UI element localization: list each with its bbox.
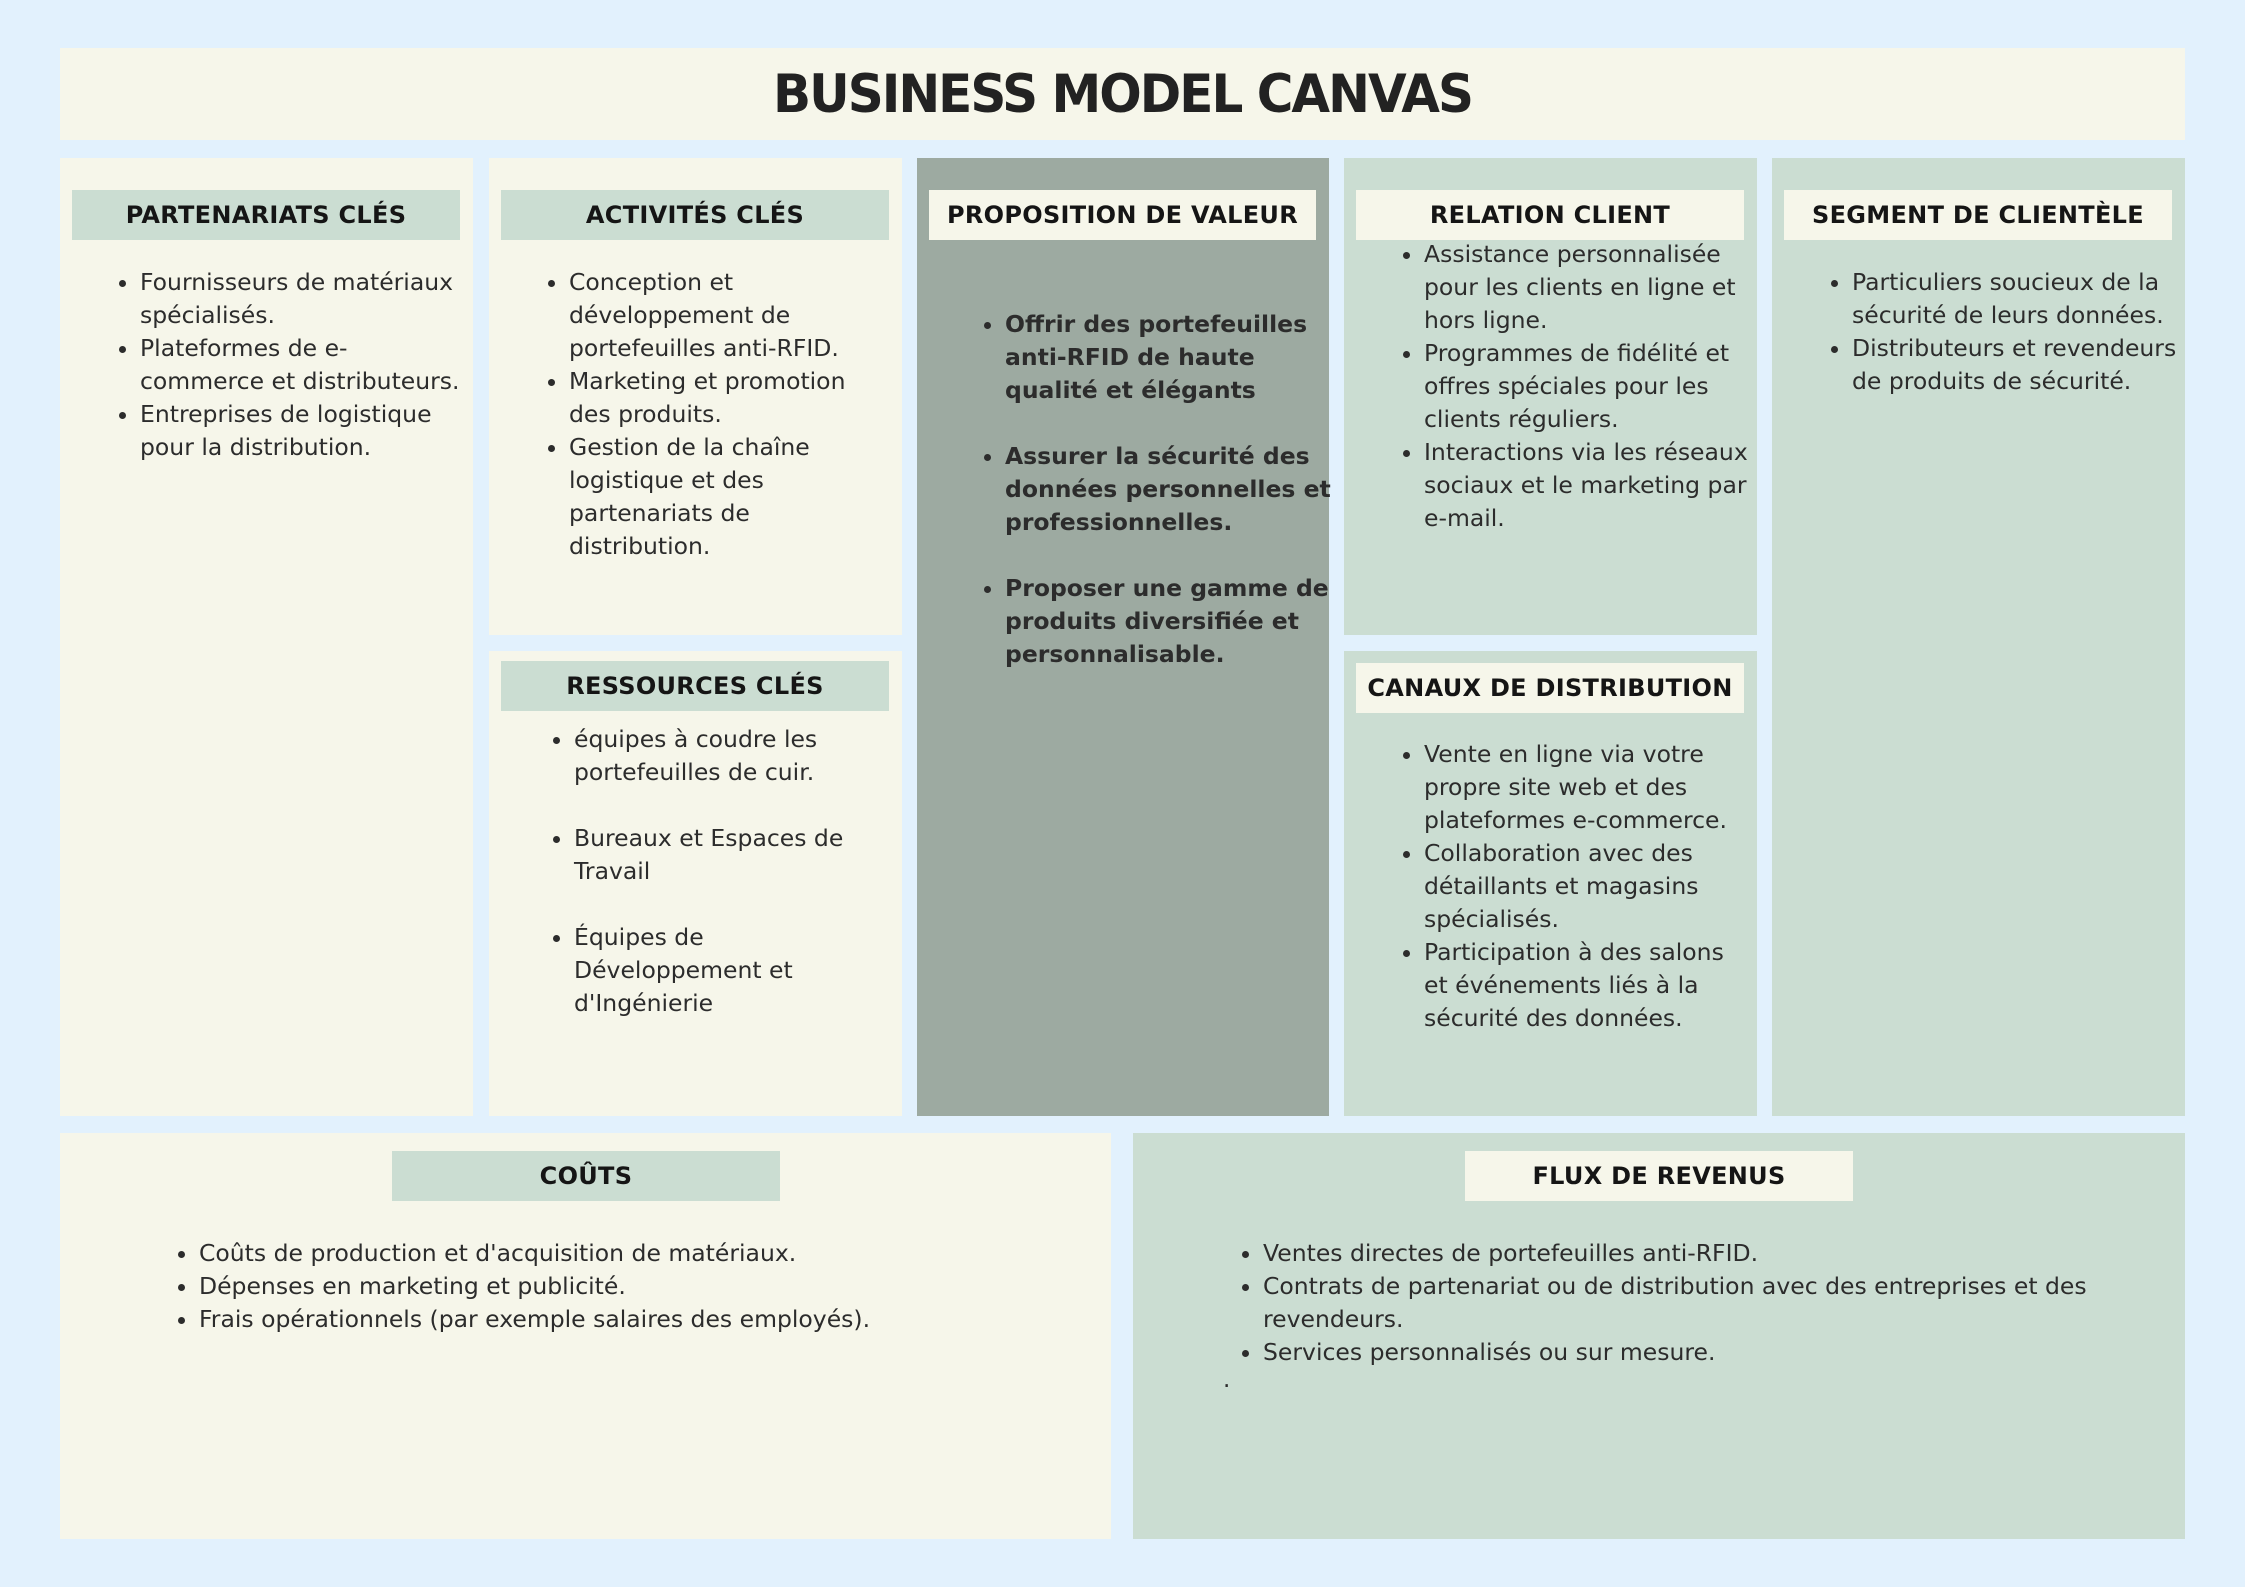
list-item: Distributeurs et revendeurs de produits … [1852, 332, 2182, 398]
list-item: Assurer la sécurité des données personne… [1005, 440, 1335, 539]
partners-list: Fournisseurs de matériaux spécialisés. P… [106, 266, 470, 464]
partners-section: PARTENARIATS CLÉS Fournisseurs de matéri… [60, 158, 473, 1116]
segments-list: Particuliers soucieux de la sécurité de … [1818, 266, 2182, 398]
costs-section: COÛTS Coûts de production et d'acquisiti… [60, 1133, 1111, 1539]
revenue-list: Ventes directes de portefeuilles anti-RF… [1229, 1237, 2143, 1369]
list-item: Conception et développement de portefeui… [569, 266, 889, 365]
list-item: Interactions via les réseaux sociaux et … [1424, 436, 1754, 535]
resources-heading: RESSOURCES CLÉS [501, 661, 889, 711]
segments-section: SEGMENT DE CLIENTÈLE Particuliers soucie… [1772, 158, 2185, 1116]
list-item: Fournisseurs de matériaux spécialisés. [140, 266, 470, 332]
list-item: Assistance personnalisée pour les client… [1424, 238, 1754, 337]
list-item: Gestion de la chaîne logistique et des p… [569, 431, 889, 563]
activities-heading: ACTIVITÉS CLÉS [501, 190, 889, 240]
resources-section: RESSOURCES CLÉS équipes à coudre les por… [489, 651, 902, 1116]
costs-heading: COÛTS [392, 1151, 780, 1201]
list-item: Coûts de production et d'acquisition de … [199, 1237, 1099, 1270]
list-item: Vente en ligne via votre propre site web… [1424, 738, 1744, 837]
revenue-heading: FLUX DE REVENUS [1465, 1151, 1853, 1201]
activities-section: ACTIVITÉS CLÉS Conception et développeme… [489, 158, 902, 635]
value-list: Offrir des portefeuilles anti-RFID de ha… [971, 308, 1335, 704]
value-heading: PROPOSITION DE VALEUR [929, 190, 1316, 240]
activities-list: Conception et développement de portefeui… [535, 266, 889, 563]
channels-list: Vente en ligne via votre propre site web… [1390, 738, 1744, 1035]
value-proposition-section: PROPOSITION DE VALEUR Offrir des portefe… [917, 158, 1331, 1116]
page-title: BUSINESS MODEL CANVAS [773, 63, 1474, 125]
trailing-dot: . [1223, 1367, 1231, 1393]
list-item: Ventes directes de portefeuilles anti-RF… [1263, 1237, 2143, 1270]
list-item: Proposer une gamme de produits diversifi… [1005, 572, 1335, 671]
list-item: équipes à coudre les portefeuilles de cu… [574, 723, 894, 789]
list-item: Particuliers soucieux de la sécurité de … [1852, 266, 2182, 332]
list-item: Plateformes de e-commerce et distributeu… [140, 332, 470, 398]
costs-list: Coûts de production et d'acquisition de … [165, 1237, 1099, 1336]
channels-section: CANAUX DE DISTRIBUTION Vente en ligne vi… [1344, 651, 1757, 1116]
relationship-section: RELATION CLIENT Assistance personnalisée… [1344, 158, 1757, 635]
list-item: Frais opérationnels (par exemple salaire… [199, 1303, 1099, 1336]
resources-list: équipes à coudre les portefeuilles de cu… [540, 723, 894, 1053]
revenue-section: FLUX DE REVENUS Ventes directes de porte… [1133, 1133, 2185, 1539]
list-item: Programmes de fidélité et offres spécial… [1424, 337, 1754, 436]
list-item: Services personnalisés ou sur mesure. [1263, 1336, 2143, 1369]
list-item: Entreprises de logistique pour la distri… [140, 398, 470, 464]
channels-heading: CANAUX DE DISTRIBUTION [1356, 663, 1744, 713]
list-item: Bureaux et Espaces de Travail [574, 822, 894, 888]
list-item: Contrats de partenariat ou de distributi… [1263, 1270, 2143, 1336]
list-item: Marketing et promotion des produits. [569, 365, 889, 431]
list-item: Collaboration avec des détaillants et ma… [1424, 837, 1744, 936]
list-item: Équipes de Développement et d'Ingénierie [574, 921, 894, 1020]
partners-heading: PARTENARIATS CLÉS [72, 190, 460, 240]
relationship-heading: RELATION CLIENT [1356, 190, 1744, 240]
list-item: Dépenses en marketing et publicité. [199, 1270, 1099, 1303]
list-item: Offrir des portefeuilles anti-RFID de ha… [1005, 308, 1335, 407]
list-item: Participation à des salons et événements… [1424, 936, 1744, 1035]
title-banner: BUSINESS MODEL CANVAS [60, 48, 2185, 140]
segments-heading: SEGMENT DE CLIENTÈLE [1784, 190, 2172, 240]
relationship-list: Assistance personnalisée pour les client… [1390, 238, 1754, 535]
